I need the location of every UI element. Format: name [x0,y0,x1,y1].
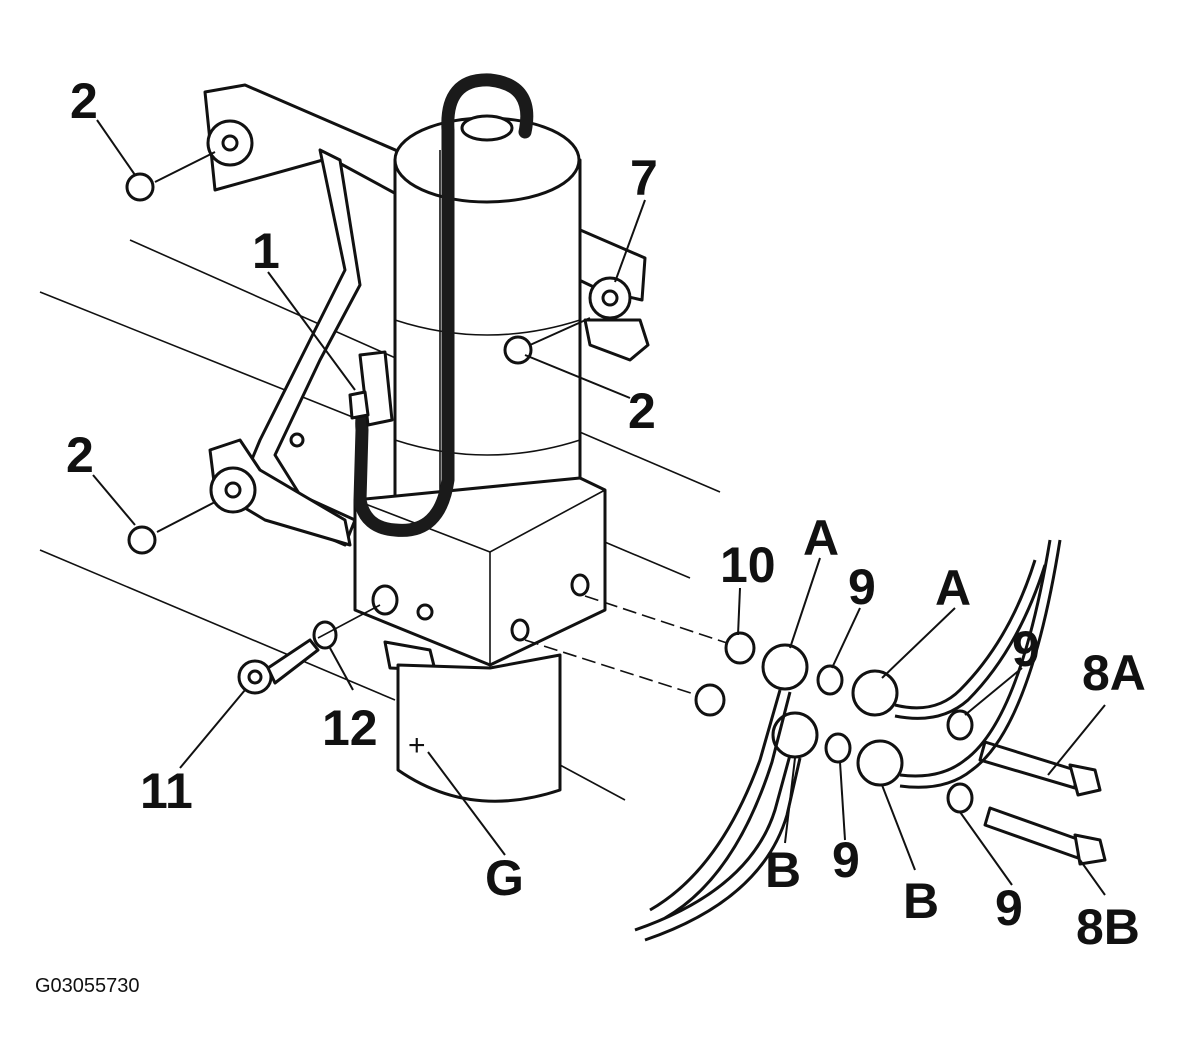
callout-labels: 2 7 1 2 2 10 A 9 A 9 8A 12 11 G B 9 B 9 … [66,73,1146,955]
banjo-fitting-b-right [856,739,904,787]
washer-9-low [824,732,852,764]
nut-2-left [127,525,157,555]
bolt-11 [237,638,320,695]
banjo-bolt-8b [983,806,1107,866]
washer-9-mid [946,709,974,741]
callout-10: 10 [720,537,776,593]
callout-7: 7 [630,150,658,206]
banjo-fitting-a-right [851,669,899,717]
callout-g: G [485,850,524,906]
callout-2-right: 2 [628,383,656,439]
banjo-bolt-8a [978,740,1102,797]
callout-8a: 8A [1082,645,1146,701]
seal-10-upper [724,631,756,665]
figure-id: G03055730 [35,975,140,997]
callout-8b: 8B [1076,899,1140,955]
electrical-connector [348,350,394,427]
hydraulic-pipes [634,539,1062,942]
callout-11: 11 [140,763,193,819]
callout-2-top: 2 [70,73,98,129]
washer-9-bottom [946,782,974,814]
pump-motor [393,114,582,542]
callout-9-top: 9 [848,559,876,615]
callout-9-bottom: 9 [995,880,1023,936]
callout-b-left: B [765,842,801,898]
callout-2-left: 2 [66,427,94,483]
projection-lines [39,239,721,801]
nut-2-right [503,335,533,365]
callout-a-right: A [935,560,971,616]
callout-a-left: A [803,510,839,566]
banjo-fitting-a-left [761,643,809,691]
fluid-reservoir: + [396,653,562,803]
seal-10-lower [694,683,726,717]
pump-block [353,476,607,672]
callout-b-right: B [903,873,939,929]
leader-lines [92,119,1106,896]
callout-9-low: 9 [832,832,860,888]
callout-12: 12 [322,700,378,756]
hydraulic-hose [353,73,534,537]
banjo-fitting-b-left [771,711,819,759]
callout-1: 1 [252,223,280,279]
washer-9-top [816,664,844,696]
ground-symbol: + [408,729,426,762]
nut-2-top [125,172,155,202]
callout-9-mid: 9 [1012,621,1040,677]
